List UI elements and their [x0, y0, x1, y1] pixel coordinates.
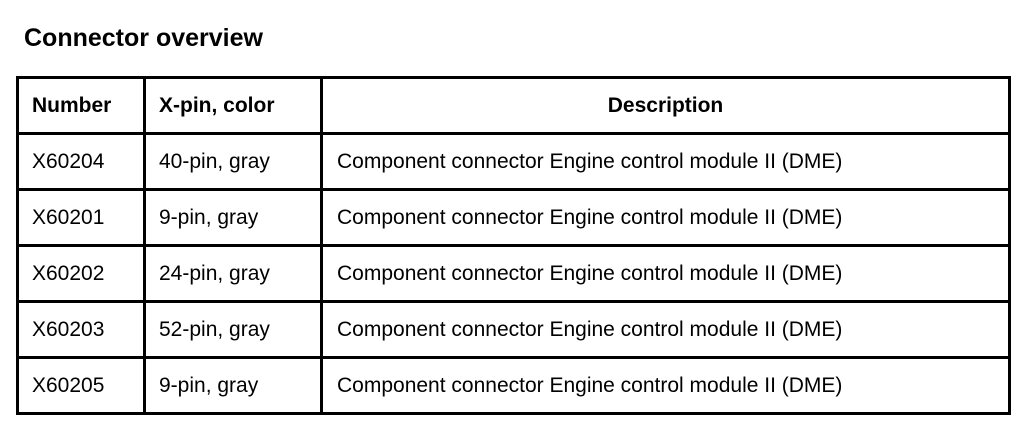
- cell-description: Component connector Engine control modul…: [320, 244, 1011, 303]
- table-row: X60202 24-pin, gray Component connector …: [16, 244, 1011, 303]
- table-header-row: Number X-pin, color Description: [16, 76, 1011, 135]
- cell-number: X60202: [16, 244, 146, 303]
- cell-number: X60204: [16, 132, 146, 191]
- cell-xpin-color: 9-pin, gray: [143, 188, 323, 247]
- connector-overview-table: Number X-pin, color Description X60204 4…: [16, 76, 1011, 415]
- cell-description: Component connector Engine control modul…: [320, 132, 1011, 191]
- cell-xpin-color: 9-pin, gray: [143, 356, 323, 415]
- column-header-description: Description: [320, 76, 1011, 135]
- cell-xpin-color: 52-pin, gray: [143, 300, 323, 359]
- cell-number: X60201: [16, 188, 146, 247]
- table-row: X60204 40-pin, gray Component connector …: [16, 132, 1011, 191]
- cell-xpin-color: 24-pin, gray: [143, 244, 323, 303]
- table-row: X60201 9-pin, gray Component connector E…: [16, 188, 1011, 247]
- column-header-xpin-color: X-pin, color: [143, 76, 323, 135]
- page-title: Connector overview: [24, 23, 263, 52]
- cell-description: Component connector Engine control modul…: [320, 300, 1011, 359]
- table-body: X60204 40-pin, gray Component connector …: [16, 132, 1011, 415]
- column-header-number: Number: [16, 76, 146, 135]
- connector-overview-table-wrapper: Number X-pin, color Description X60204 4…: [16, 76, 1011, 415]
- cell-description: Component connector Engine control modul…: [320, 356, 1011, 415]
- table-row: X60203 52-pin, gray Component connector …: [16, 300, 1011, 359]
- cell-description: Component connector Engine control modul…: [320, 188, 1011, 247]
- cell-number: X60203: [16, 300, 146, 359]
- table-header: Number X-pin, color Description: [16, 76, 1011, 135]
- cell-xpin-color: 40-pin, gray: [143, 132, 323, 191]
- cell-number: X60205: [16, 356, 146, 415]
- table-row: X60205 9-pin, gray Component connector E…: [16, 356, 1011, 415]
